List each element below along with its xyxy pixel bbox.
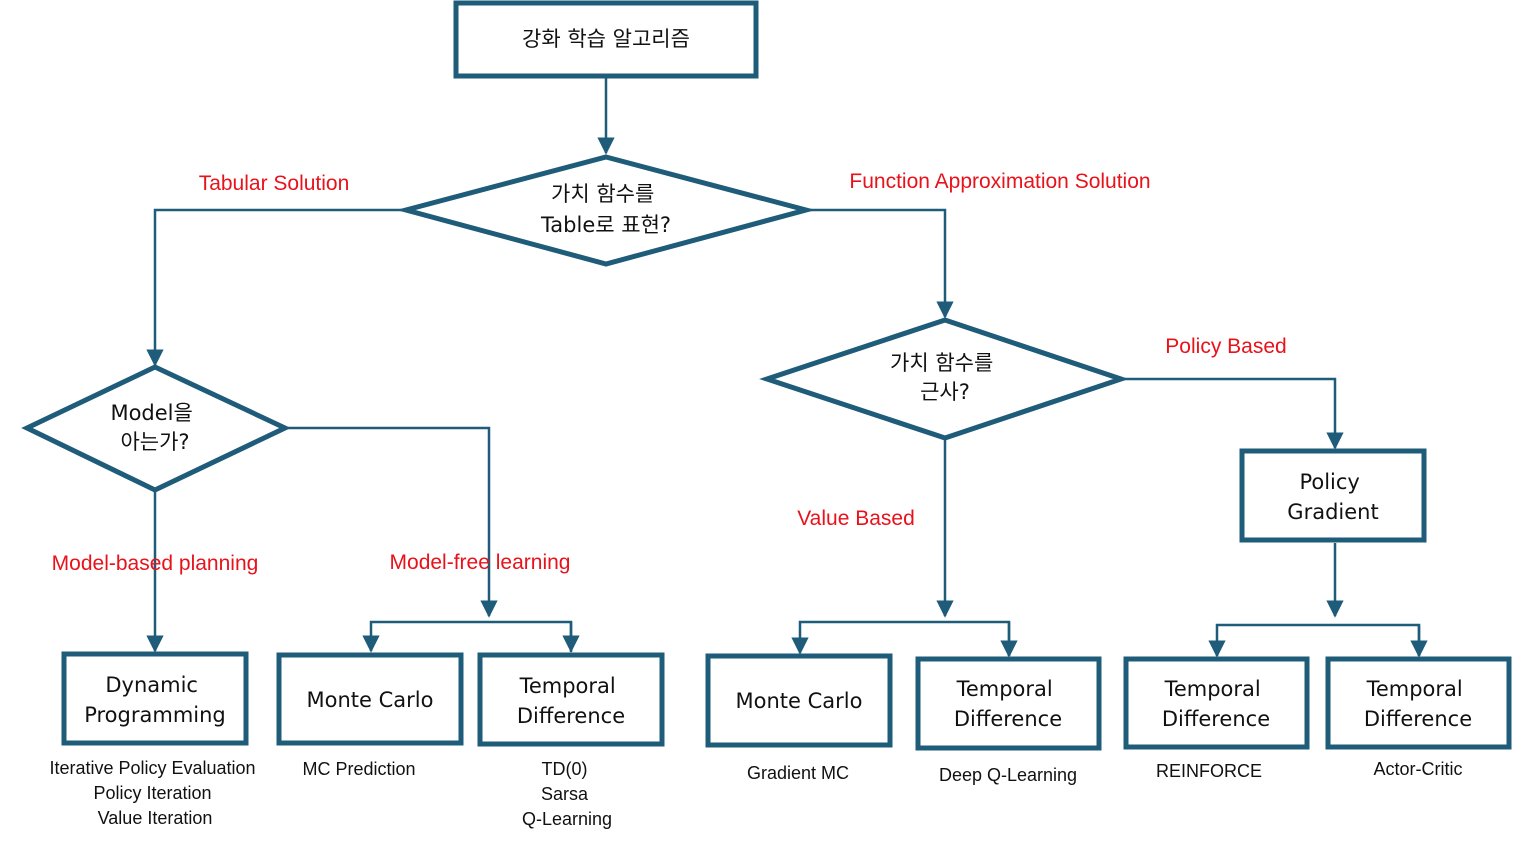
edge-model-free-split-mc [362,620,573,653]
label-policy-based: Policy Based [1165,335,1286,358]
td-tabular-node: Temporal Difference [477,652,665,747]
td-policy-2-label: Temporal Difference [1364,677,1472,731]
td-policy-1-label: Temporal Difference [1162,677,1270,731]
td-tabular-label: Temporal Difference [517,674,625,728]
edge-table-question-to-model-question [146,208,405,367]
table-question-label: 가치 함수를 Table로 표현? [540,182,671,237]
caption-mc-tabular: MC Prediction [302,759,415,779]
monte-carlo-tabular-label: Monte Carlo [307,688,434,712]
edges [146,78,1428,658]
captions: Iterative Policy Evaluation Policy Itera… [49,758,1462,829]
label-value-based: Value Based [797,507,915,530]
td-policy-2-node: Temporal Difference [1325,656,1512,750]
caption-dp: Iterative Policy Evaluation Policy Itera… [49,758,260,828]
label-model-free-learning: Model-free learning [390,551,571,574]
edge-policy-split-td1 [1208,623,1421,658]
caption-td-value: Deep Q-Learning [939,765,1077,785]
nodes: 강화 학습 알고리즘 가치 함수를 Table로 표현? Model을 아는가?… [21,0,1512,751]
caption-td-policy-1: REINFORCE [1156,761,1262,781]
td-value-label: Temporal Difference [954,677,1062,731]
policy-gradient-label: Policy Gradient [1287,470,1378,524]
td-policy-1-node: Temporal Difference [1123,656,1310,750]
edge-approx-question-to-policy-gradient [1123,377,1344,450]
dynamic-programming-label: Dynamic Programming [84,673,226,727]
table-question-node: 가치 함수를 Table로 표현? [396,154,816,267]
label-tabular-solution: Tabular Solution [199,172,350,195]
monte-carlo-tabular-node: Monte Carlo [276,652,464,746]
monte-carlo-value-label: Monte Carlo [736,689,863,713]
policy-gradient-node: Policy Gradient [1239,448,1427,543]
model-question-node: Model을 아는가? [21,364,291,493]
caption-td-policy-2: Actor-Critic [1374,759,1463,779]
model-question-label: Model을 아는가? [110,401,199,454]
label-function-approximation: Function Approximation Solution [849,170,1150,193]
caption-td-tabular: TD(0) Sarsa Q-Learning [522,759,612,829]
approx-question-node: 가치 함수를 근사? [759,317,1129,441]
label-model-based-planning: Model-based planning [52,552,259,575]
edge-model-question-to-model-free [285,426,498,618]
monte-carlo-value-node: Monte Carlo [705,653,893,748]
root-node: 강화 학습 알고리즘 [453,0,759,79]
approx-question-label: 가치 함수를 근사? [890,351,1000,404]
dynamic-programming-node: Dynamic Programming [61,651,249,746]
caption-mc-value: Gradient MC [747,763,849,783]
edge-table-question-to-approx-question [808,208,954,319]
td-value-node: Temporal Difference [915,656,1102,751]
root-node-label: 강화 학습 알고리즘 [522,27,690,51]
edge-value-split-mc [791,620,1011,656]
edge-labels: Tabular Solution Function Approximation … [52,170,1287,575]
